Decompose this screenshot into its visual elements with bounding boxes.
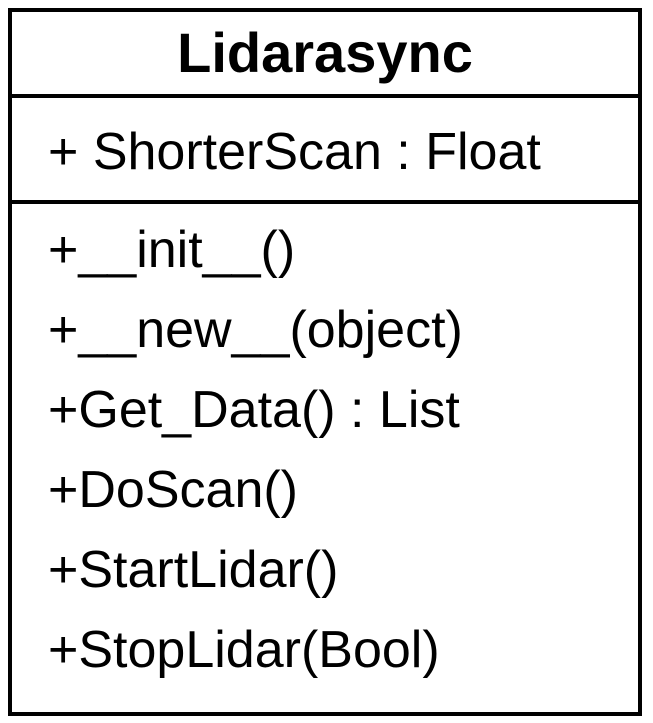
operation-init: +__init__() (48, 221, 296, 279)
class-name: Lidarasync (12, 12, 638, 98)
operation-get-data: +Get_Data() : List (48, 381, 460, 439)
operation-new: +__new__(object) (48, 301, 463, 359)
operation-doscan: +DoScan() (48, 461, 298, 519)
operation-startlidar: +StartLidar() (48, 541, 339, 599)
attribute-shorterscan: + ShorterScan : Float (48, 123, 541, 181)
operations-compartment: +__init__() +__new__(object) +Get_Data()… (12, 204, 638, 712)
uml-class-box: Lidarasync + ShorterScan : Float +__init… (8, 8, 642, 716)
attributes-compartment: + ShorterScan : Float (12, 98, 638, 204)
operation-stoplidar: +StopLidar(Bool) (48, 621, 440, 679)
